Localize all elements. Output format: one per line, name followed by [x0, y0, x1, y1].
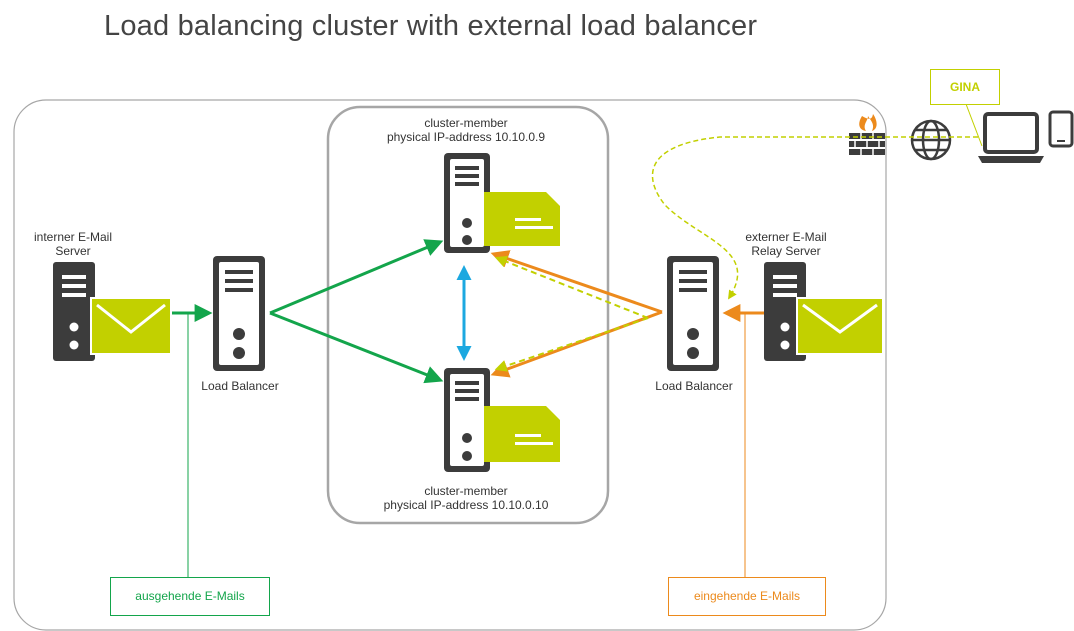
- internal-server-line2: Server: [55, 244, 91, 258]
- gina-box: GINA: [930, 69, 1000, 105]
- firewall-icon: [849, 114, 885, 155]
- lb-to-cluster-top-arrow: [269, 239, 444, 315]
- network-frame: [13, 99, 887, 631]
- gina-callout-line: [965, 103, 983, 147]
- phone-icon: [1048, 110, 1074, 148]
- lb-to-cluster-bottom-arrow: [269, 311, 444, 384]
- external-envelope-icon: [796, 297, 884, 355]
- cluster-top-ip: physical IP-address 10.10.0.9: [386, 130, 546, 144]
- gina-to-cluster-bottom-arrow: [494, 317, 649, 372]
- globe-icon: [910, 119, 952, 161]
- external-server-label: externer E-Mail Relay Server: [732, 230, 840, 258]
- cluster-member-top-icon: [444, 153, 490, 253]
- diagram-title: Load balancing cluster with external loa…: [104, 10, 758, 42]
- internal-server-label: interner E-Mail Server: [20, 230, 126, 258]
- internal-mail-server-icon: [53, 262, 95, 361]
- internal-server-line1: interner E-Mail: [33, 230, 113, 244]
- gina-to-cluster-top-arrow: [494, 255, 649, 319]
- cluster-top-label: cluster-member physical IP-address 10.10…: [376, 116, 556, 144]
- cluster-member-bottom-document-icon: [484, 406, 560, 462]
- laptop-icon: [978, 112, 1044, 163]
- gina-incoming-path: [651, 136, 978, 300]
- lb-to-cluster-top-orange-arrow: [490, 250, 663, 314]
- cluster-bottom-label: cluster-member physical IP-address 10.10…: [370, 484, 562, 512]
- cluster-member-bottom-icon: [444, 368, 490, 472]
- left-lb-label: Load Balancer: [201, 379, 279, 393]
- incoming-mails-box: eingehende E-Mails: [668, 577, 826, 616]
- right-load-balancer-icon: [667, 256, 719, 371]
- cluster-frame: [326, 105, 610, 525]
- external-server-line2: Relay Server: [751, 244, 821, 258]
- external-relay-server-icon: [764, 262, 806, 361]
- cluster-bottom-name: cluster-member: [424, 484, 508, 498]
- right-lb-label: Load Balancer: [655, 379, 733, 393]
- cluster-member-top-document-icon: [484, 192, 560, 246]
- outgoing-mails-box: ausgehende E-Mails: [110, 577, 270, 616]
- external-server-line1: externer E-Mail: [745, 230, 827, 244]
- cluster-top-name: cluster-member: [424, 116, 508, 130]
- cluster-bottom-ip: physical IP-address 10.10.0.10: [383, 498, 549, 512]
- left-load-balancer-icon: [213, 256, 265, 371]
- internal-envelope-icon: [90, 297, 172, 355]
